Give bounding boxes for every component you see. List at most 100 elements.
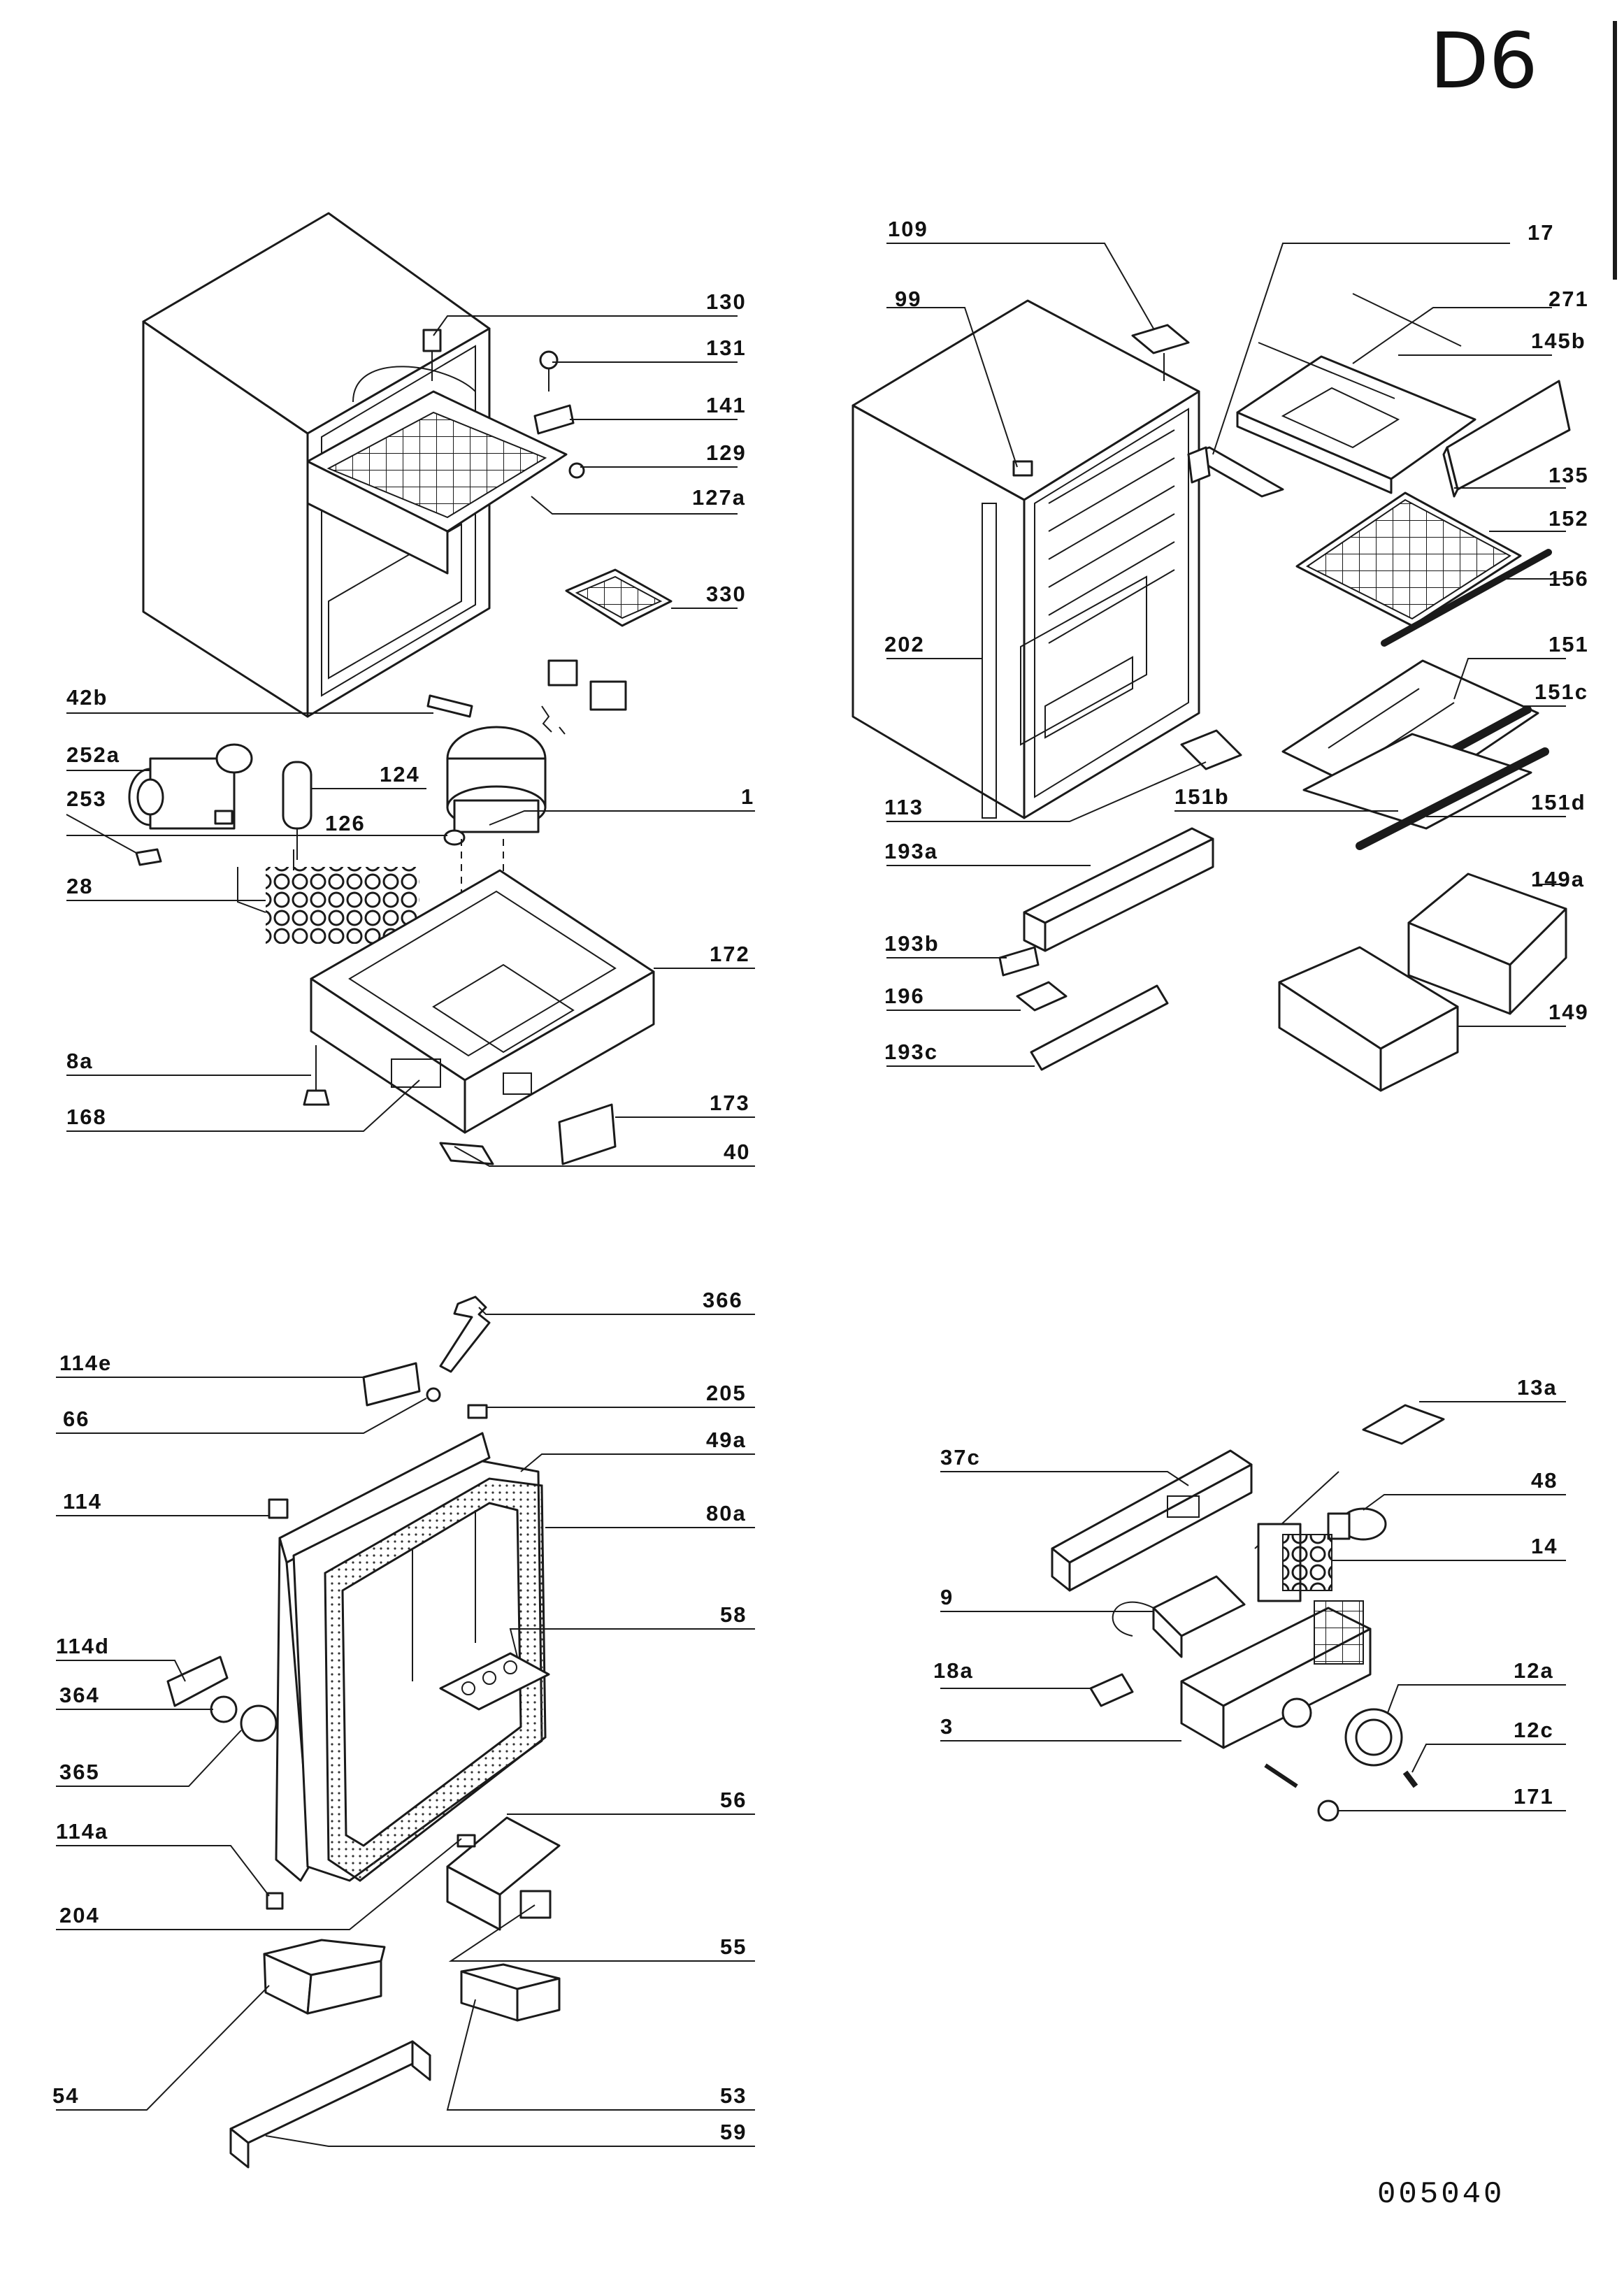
drawing-number: 005040 <box>1377 2177 1504 2212</box>
label-196: 196 <box>884 984 925 1008</box>
label-58: 58 <box>720 1602 747 1627</box>
part-126 <box>443 829 466 846</box>
label-114: 114 <box>63 1489 102 1514</box>
label-49a: 49a <box>706 1428 747 1452</box>
label-156: 156 <box>1548 566 1589 591</box>
knob-12a <box>1344 1708 1403 1767</box>
hinge-113 <box>1180 729 1242 770</box>
label-151: 151 <box>1548 632 1589 656</box>
label-205: 205 <box>706 1381 747 1405</box>
flap-135 <box>1442 380 1571 498</box>
label-126: 126 <box>325 811 366 835</box>
shelf-trim-156 <box>1381 549 1552 647</box>
label-365: 365 <box>59 1760 100 1784</box>
sheet-id: D6 <box>1430 16 1538 106</box>
label-271: 271 <box>1548 287 1589 311</box>
label-193b: 193b <box>884 931 940 956</box>
label-14: 14 <box>1531 1534 1558 1558</box>
pin-12c <box>1402 1770 1418 1788</box>
part-129 <box>568 462 585 479</box>
egg-tray-58 <box>439 1652 550 1711</box>
label-18a: 18a <box>933 1658 974 1683</box>
label-253: 253 <box>66 787 107 811</box>
labels-door: 366 114e 205 66 49a 114 80a 58 114d 364 … <box>52 1288 747 2144</box>
view-cabinet-rear <box>128 212 673 1165</box>
bottle-rack-59 <box>229 2040 431 2169</box>
cabinet-body-front <box>851 299 1200 819</box>
foot-8a <box>303 1045 330 1106</box>
part-193b <box>998 946 1040 977</box>
label-40: 40 <box>724 1140 750 1164</box>
lamp-holder-14 <box>1257 1523 1332 1602</box>
label-149a: 149a <box>1531 867 1585 891</box>
part-114 <box>268 1498 289 1519</box>
label-17: 17 <box>1528 220 1554 245</box>
label-9: 9 <box>940 1585 954 1609</box>
label-193c: 193c <box>884 1040 938 1064</box>
label-151b: 151b <box>1174 784 1230 809</box>
crisper-149a <box>1407 872 1567 1015</box>
label-53: 53 <box>720 2083 747 2108</box>
label-113: 113 <box>884 795 924 819</box>
cover-193c <box>1030 984 1169 1071</box>
labels-cabinet-rear: 130 131 141 129 127a 330 42b 252a 124 1 … <box>66 289 753 1164</box>
cover-55 <box>519 1890 552 1919</box>
base-tray-172 <box>310 869 655 1134</box>
washer-364 <box>210 1695 238 1723</box>
door-bin-54 <box>263 1939 386 2015</box>
thermostat-9 <box>1112 1575 1246 1658</box>
label-127a: 127a <box>692 485 746 510</box>
lamp-48 <box>1327 1507 1387 1541</box>
part-253 <box>135 848 162 866</box>
label-149: 149 <box>1548 1000 1589 1024</box>
part-99 <box>1012 460 1033 477</box>
label-135: 135 <box>1548 463 1589 487</box>
labels-thermostat: 13a 37c 48 14 9 18a 12a 3 12c 171 <box>933 1375 1558 1809</box>
label-151d: 151d <box>1531 790 1586 814</box>
washer-365 <box>240 1704 278 1742</box>
part-130 <box>422 329 442 381</box>
label-114e: 114e <box>59 1351 112 1375</box>
label-130: 130 <box>706 289 747 314</box>
label-366: 366 <box>703 1288 743 1312</box>
label-56: 56 <box>720 1788 747 1812</box>
label-145b: 145b <box>1531 329 1586 353</box>
label-80a: 80a <box>706 1501 747 1525</box>
part-171 <box>1317 1800 1339 1822</box>
part-66 <box>426 1387 441 1402</box>
spanner-366 <box>439 1295 491 1373</box>
lamp-housing-193a <box>1023 827 1214 952</box>
filter-drier-124 <box>282 761 312 860</box>
condenser-coil-28 <box>237 849 419 944</box>
door-bin-53 <box>460 1963 561 2022</box>
door-panel <box>275 1432 547 1882</box>
view-cabinet-front <box>851 293 1571 1092</box>
part-13a <box>1362 1404 1445 1445</box>
view-door <box>166 1295 561 2169</box>
crisper-149 <box>1278 946 1459 1092</box>
fan-252a <box>128 743 253 830</box>
housing-37c <box>1051 1449 1253 1592</box>
label-204: 204 <box>59 1903 100 1927</box>
label-173: 173 <box>710 1091 750 1115</box>
shelf-trim-151d <box>1356 747 1549 850</box>
clips <box>541 659 627 735</box>
label-114a: 114a <box>56 1819 108 1844</box>
label-28: 28 <box>66 874 93 898</box>
label-37c: 37c <box>940 1445 981 1470</box>
part-42b <box>426 694 473 718</box>
label-12a: 12a <box>1514 1658 1554 1683</box>
label-193a: 193a <box>884 839 938 863</box>
glass-shelf-151b <box>1302 733 1532 830</box>
screw <box>1264 1763 1298 1788</box>
part-196 <box>1016 981 1068 1012</box>
label-42b: 42b <box>66 685 108 710</box>
label-55: 55 <box>720 1934 747 1959</box>
part-114d <box>166 1655 229 1707</box>
label-54: 54 <box>52 2083 79 2108</box>
label-151c: 151c <box>1535 680 1588 704</box>
label-252a: 252a <box>66 742 120 767</box>
label-168: 168 <box>66 1105 107 1129</box>
label-171: 171 <box>1514 1784 1554 1809</box>
